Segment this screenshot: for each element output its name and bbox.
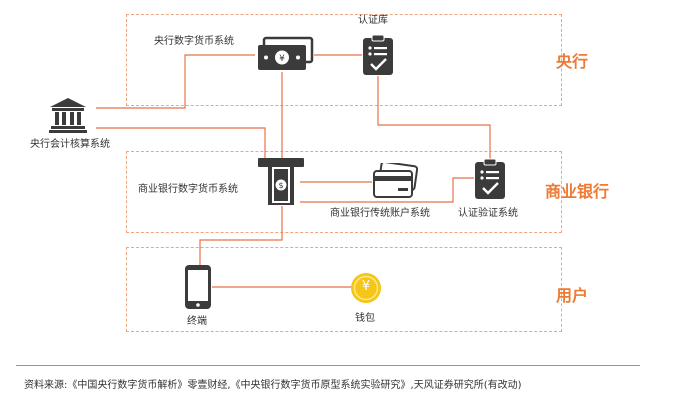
label-central-registry: 认证库: [358, 15, 388, 26]
bank-building-icon: [49, 97, 87, 137]
zone-central: [126, 14, 562, 106]
atm-icon: $: [258, 158, 304, 212]
source-note: 资料来源:《中国央行数字货币解析》零壹财经,《中央银行数字货币原型系统实验研究》…: [24, 380, 522, 391]
zone-user: [126, 247, 562, 332]
clipboard-check-icon: [474, 158, 506, 204]
label-bank-legacy-accounts: 商业银行传统账户系统: [330, 208, 430, 219]
zone-label-commercial: 商业银行: [545, 182, 610, 201]
coin-glyph: ¥: [361, 279, 371, 294]
svg-text:$: $: [278, 181, 283, 190]
label-central-currency-system: 央行数字货币系统: [154, 36, 234, 47]
label-bank-currency-system: 商业银行数字货币系统: [138, 184, 238, 195]
credit-card-icon: [372, 160, 419, 203]
phone-terminal-icon: [184, 264, 212, 314]
zone-commercial: [126, 151, 562, 233]
label-bank-auth-system: 认证验证系统: [458, 208, 518, 219]
banknote-icon: ¥: [255, 36, 315, 76]
coin-icon: ¥: [350, 272, 382, 308]
source-divider: [16, 365, 640, 366]
label-central-accounting: 央行会计核算系统: [30, 139, 110, 150]
clipboard-check-icon: [362, 34, 394, 80]
zone-label-user: 用户: [556, 286, 589, 305]
label-terminal: 终端: [187, 316, 207, 327]
svg-text:¥: ¥: [279, 54, 285, 64]
zone-label-central: 央行: [556, 52, 589, 71]
label-wallet: 钱包: [355, 313, 375, 324]
